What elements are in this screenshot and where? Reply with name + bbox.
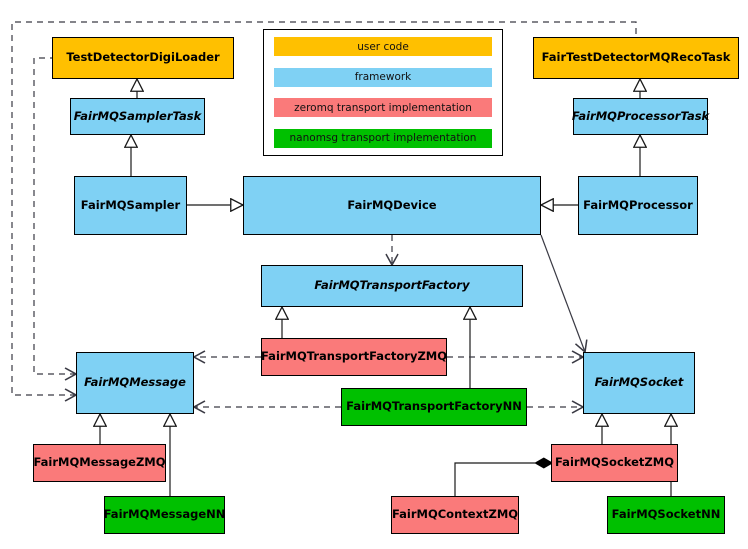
class-box-fairmqmessagenn[interactable]: FairMQMessageNN bbox=[104, 496, 225, 534]
class-box-fairmqtransportfactoryzmq[interactable]: FairMQTransportFactoryZMQ bbox=[261, 338, 447, 376]
class-box-fairmqcontextzmq[interactable]: FairMQContextZMQ bbox=[391, 496, 519, 534]
legend-item-framework: framework bbox=[274, 67, 492, 87]
dep-message-digiloader bbox=[33, 57, 76, 374]
class-box-fairmqtransportfactory[interactable]: FairMQTransportFactory bbox=[261, 265, 523, 307]
legend-item-zeromq: zeromq transport implementation bbox=[274, 98, 492, 118]
class-box-fairmqtransportfactorynn[interactable]: FairMQTransportFactoryNN bbox=[341, 388, 527, 426]
legend: user code framework zeromq transport imp… bbox=[263, 29, 503, 156]
legend-item-nanomsg: nanomsg transport implementation bbox=[274, 128, 492, 148]
comp-socketzmq-contextzmq bbox=[454, 463, 551, 496]
class-box-fairmqsampler[interactable]: FairMQSampler bbox=[74, 176, 187, 235]
legend-item-user-code: user code bbox=[274, 37, 492, 56]
class-box-fairmqsocket[interactable]: FairMQSocket bbox=[583, 352, 695, 414]
class-box-fairmqsocketzmq[interactable]: FairMQSocketZMQ bbox=[551, 444, 678, 482]
class-box-fairmqprocessortask[interactable]: FairMQProcessorTask bbox=[572, 98, 709, 135]
class-box-testdetectordigiloader[interactable]: TestDetectorDigiLoader bbox=[52, 37, 234, 79]
class-box-fairmqdevice[interactable]: FairMQDevice bbox=[243, 176, 541, 235]
assoc-device-socket bbox=[540, 234, 585, 352]
class-box-fairmqsocketnn[interactable]: FairMQSocketNN bbox=[607, 496, 725, 534]
class-box-fairtestdetectormqrecotask[interactable]: FairTestDetectorMQRecoTask bbox=[533, 37, 739, 79]
class-box-fairmqmessage[interactable]: FairMQMessage bbox=[76, 352, 194, 414]
class-box-fairmqprocessor[interactable]: FairMQProcessor bbox=[578, 176, 698, 235]
class-box-fairmqmessagezmq[interactable]: FairMQMessageZMQ bbox=[33, 444, 166, 482]
class-box-fairmqsamplertask[interactable]: FairMQSamplerTask bbox=[70, 98, 205, 135]
